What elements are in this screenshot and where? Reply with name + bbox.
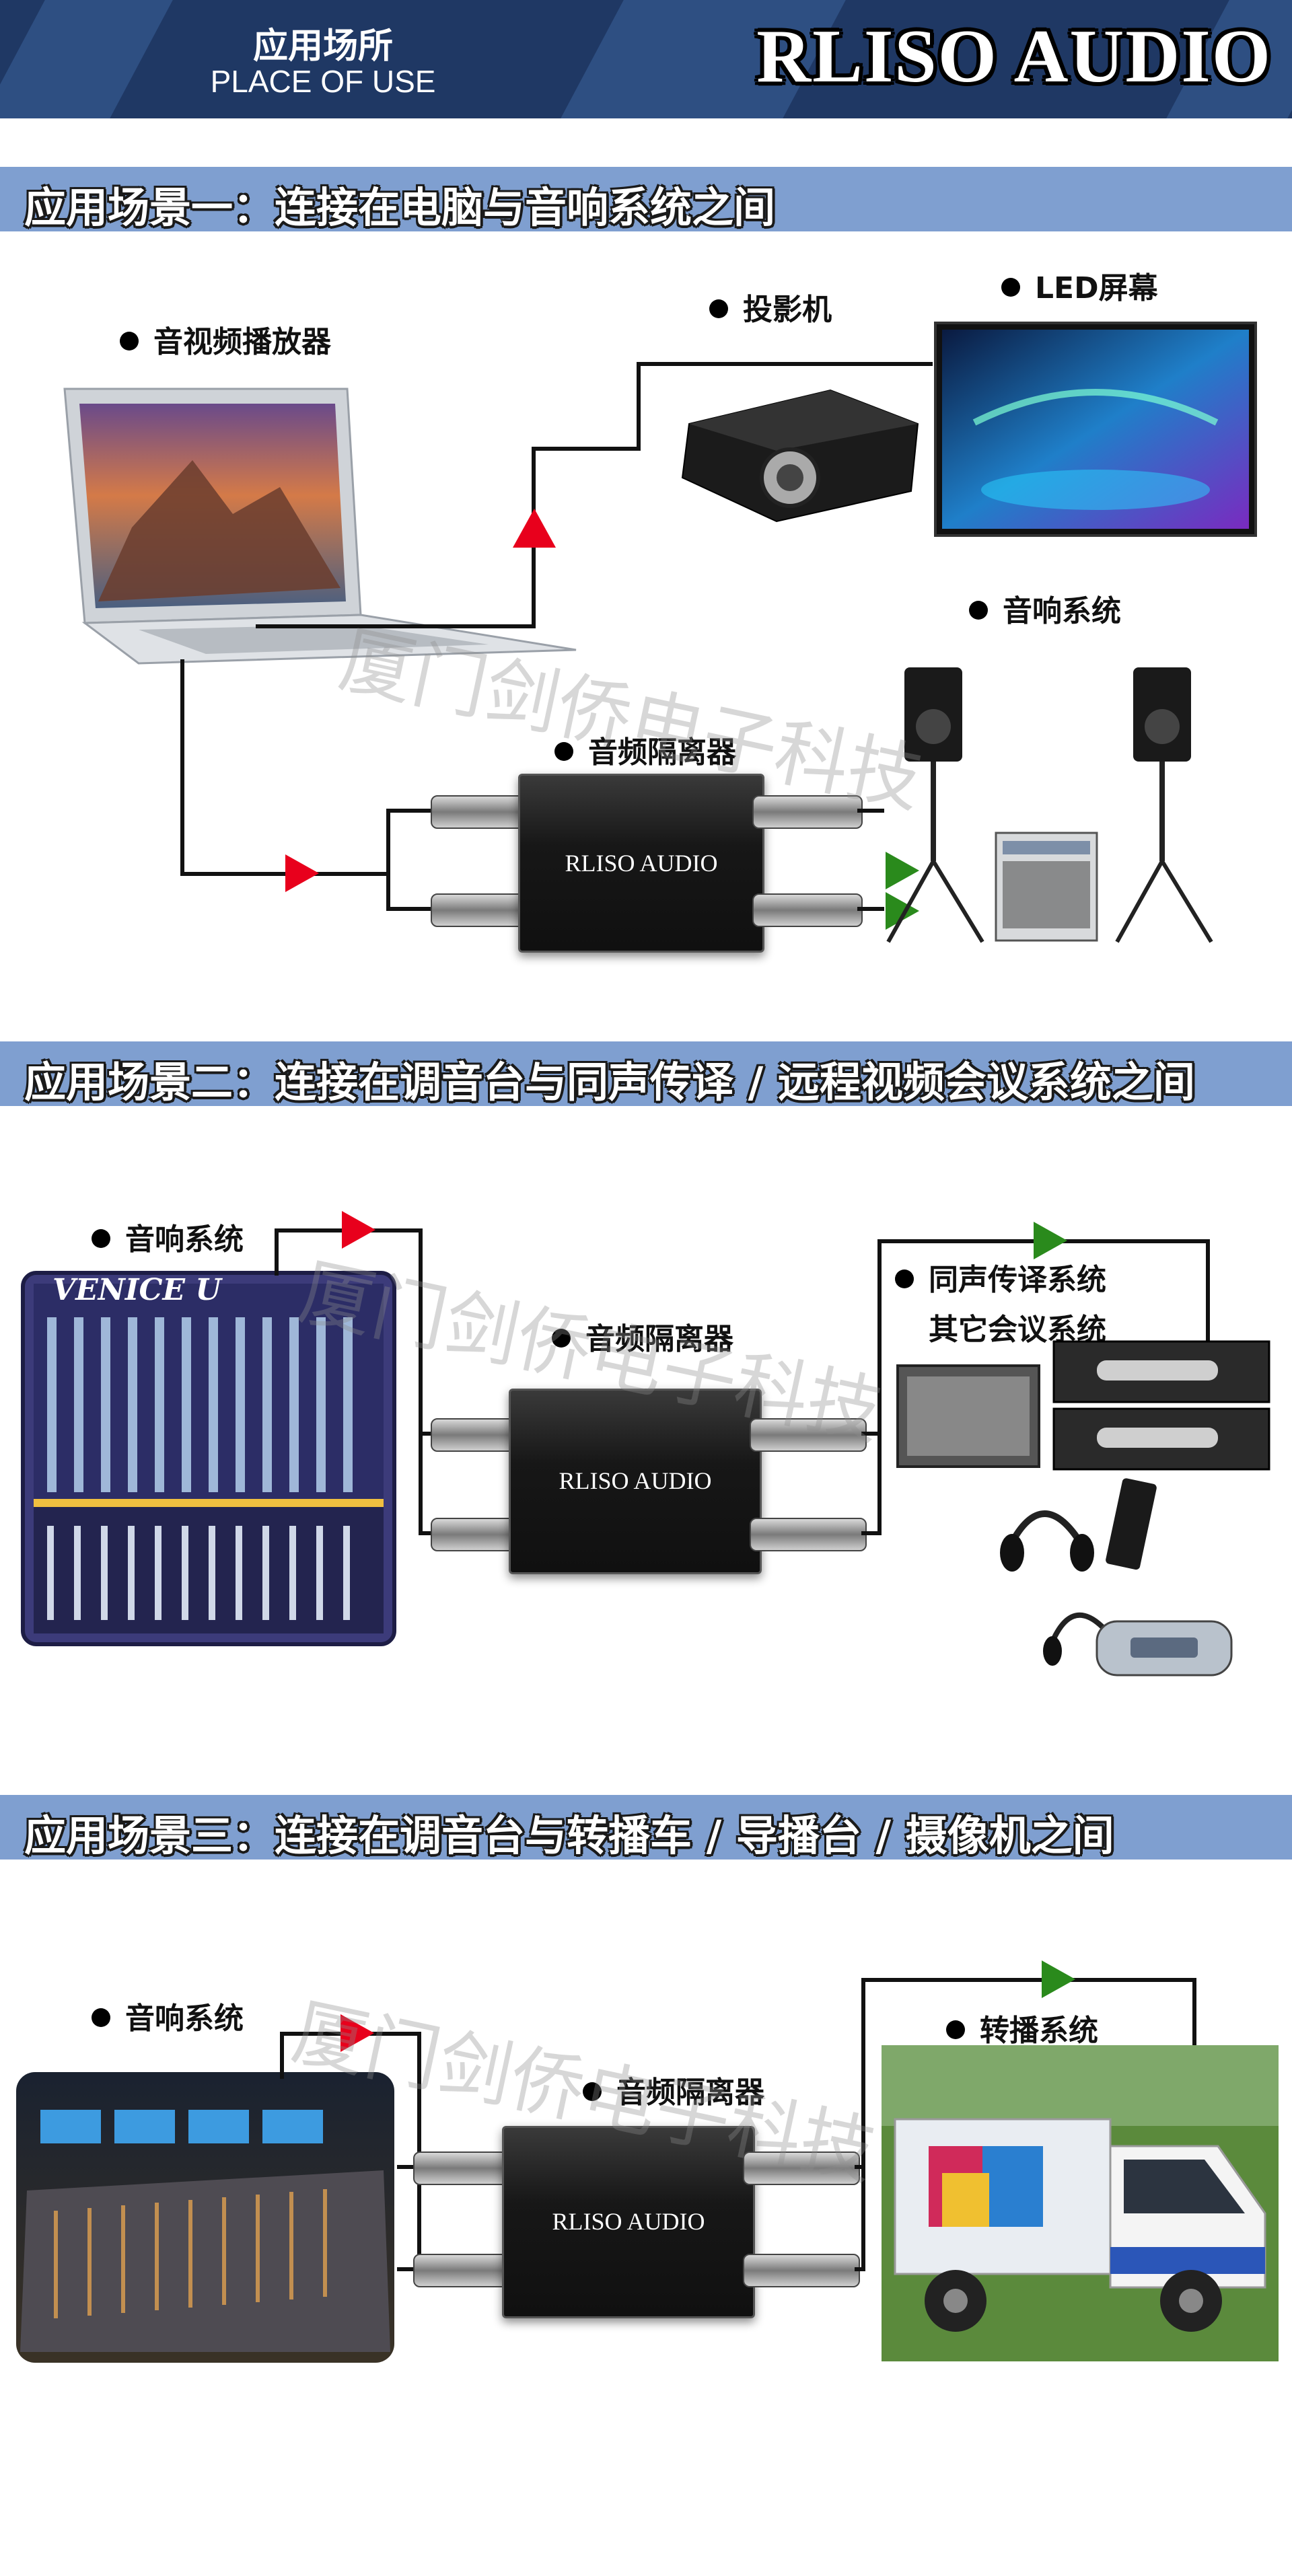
- arrow-right-icon: [285, 854, 319, 892]
- wire: [857, 809, 884, 813]
- arrow-right-green-icon: [1034, 1222, 1067, 1259]
- wire: [280, 2032, 284, 2079]
- wire: [877, 1239, 882, 1535]
- wire: [419, 1531, 439, 1535]
- label-interp: 同声传译系统: [895, 1255, 1106, 1298]
- scene1-title: 应用场景一：连接在电脑与音响系统之间: [24, 183, 776, 232]
- bullet-icon: [969, 601, 988, 620]
- wire: [419, 1228, 423, 1535]
- wire: [397, 2267, 421, 2271]
- bullet-icon: [554, 742, 573, 761]
- wire: [180, 872, 389, 876]
- broadcast-truck-icon: [882, 2045, 1279, 2361]
- label-led: LED屏幕: [1001, 264, 1158, 307]
- wire: [180, 659, 184, 875]
- bullet-icon: [92, 1229, 110, 1248]
- scene2-title-bar: 应用场景二：连接在调音台与同声传译 / 远程视频会议系统之间: [0, 1041, 1292, 1107]
- wire: [1206, 1239, 1210, 1341]
- console-icon: [1043, 1612, 1233, 1677]
- laptop-icon: [63, 388, 577, 665]
- header-title-en: PLACE OF USE: [210, 64, 436, 99]
- xlr-connector-icon: [750, 1418, 867, 1452]
- xlr-connector-icon: [752, 893, 863, 927]
- bullet-icon: [1001, 278, 1020, 297]
- label-isolator-3: 音频隔离器: [583, 2068, 764, 2111]
- wire: [397, 2165, 421, 2169]
- headphone-icon: [1000, 1478, 1157, 1572]
- xlr-connector-icon: [750, 1518, 867, 1551]
- isolator-label: RLISO AUDIO: [559, 1467, 712, 1495]
- wire: [637, 362, 933, 366]
- audio-isolator-icon: RLISO AUDIO: [518, 774, 764, 953]
- scene1-title-bar: 应用场景一：连接在电脑与音响系统之间: [0, 167, 1292, 232]
- label-sound-2: 音响系统: [92, 1215, 244, 1258]
- wire: [855, 2267, 865, 2271]
- wire: [861, 1432, 882, 1436]
- label-isolator-1: 音频隔离器: [554, 728, 736, 771]
- wire: [256, 624, 536, 628]
- bullet-icon: [709, 299, 728, 318]
- wire: [386, 907, 440, 911]
- wire: [386, 809, 390, 911]
- bullet-icon: [92, 2008, 110, 2027]
- header-title-cn: 应用场所: [252, 26, 393, 67]
- bullet-icon: [583, 2082, 602, 2101]
- wire: [386, 809, 440, 813]
- scene3-title-bar: 应用场景三：连接在调音台与转播车 / 导播台 / 摄像机之间: [0, 1795, 1292, 1860]
- arrow-right-icon: [342, 1211, 375, 1249]
- mixer-brand: VENICE U: [52, 1273, 221, 1307]
- wire: [419, 1432, 439, 1436]
- audio-isolator-icon: RLISO AUDIO: [502, 2126, 755, 2318]
- mixer-icon: [21, 1271, 396, 1646]
- scene3-title: 应用场景三：连接在调音台与转播车 / 导播台 / 摄像机之间: [24, 1811, 1114, 1860]
- bullet-icon: [895, 1269, 914, 1288]
- wire: [275, 1228, 279, 1276]
- label-projector: 投影机: [709, 285, 832, 328]
- bullet-icon: [946, 2020, 965, 2039]
- wire: [861, 1531, 882, 1535]
- wire: [1192, 1978, 1196, 2051]
- xlr-connector-icon: [752, 795, 863, 829]
- header-decor-left: [0, 0, 173, 118]
- isolator-label: RLISO AUDIO: [565, 850, 718, 877]
- xlr-connector-icon: [431, 795, 528, 829]
- header-banner: 应用场所 PLACE OF USE RLISO AUDIO: [0, 0, 1292, 118]
- interpreter-rack-icon: [896, 1340, 1270, 1471]
- arrow-up-icon: [513, 509, 556, 548]
- audio-isolator-icon: RLISO AUDIO: [509, 1389, 762, 1574]
- scene2-title: 应用场景二：连接在调音台与同声传译 / 远程视频会议系统之间: [24, 1058, 1195, 1107]
- wire: [855, 2165, 865, 2169]
- studio-console-icon: [16, 2072, 394, 2363]
- xlr-connector-icon: [743, 2254, 860, 2287]
- arrow-right-green-icon: [886, 852, 919, 889]
- isolator-label: RLISO AUDIO: [552, 2207, 705, 2235]
- brand-logo-text: RLISO AUDIO: [756, 15, 1272, 98]
- led-screen-icon: [934, 322, 1257, 537]
- xlr-connector-icon: [743, 2151, 860, 2185]
- wire: [861, 1978, 865, 2271]
- speaker-system-icon: [886, 667, 1213, 943]
- label-sound-1: 音响系统: [969, 587, 1121, 630]
- label-isolator-2: 音频隔离器: [552, 1315, 733, 1358]
- arrow-right-icon: [340, 2014, 374, 2052]
- projector-icon: [681, 389, 919, 523]
- bullet-icon: [120, 332, 139, 351]
- bullet-icon: [552, 1329, 571, 1348]
- label-broadcast: 转播系统: [946, 2006, 1098, 2049]
- wire: [532, 447, 638, 451]
- xlr-connector-icon: [431, 893, 528, 927]
- wire: [861, 1978, 1196, 1982]
- label-sound-3: 音响系统: [92, 1994, 244, 2037]
- arrow-right-green-icon: [1042, 1960, 1075, 1998]
- wire: [637, 362, 641, 451]
- wire: [857, 907, 884, 911]
- label-player: 音视频播放器: [120, 318, 331, 361]
